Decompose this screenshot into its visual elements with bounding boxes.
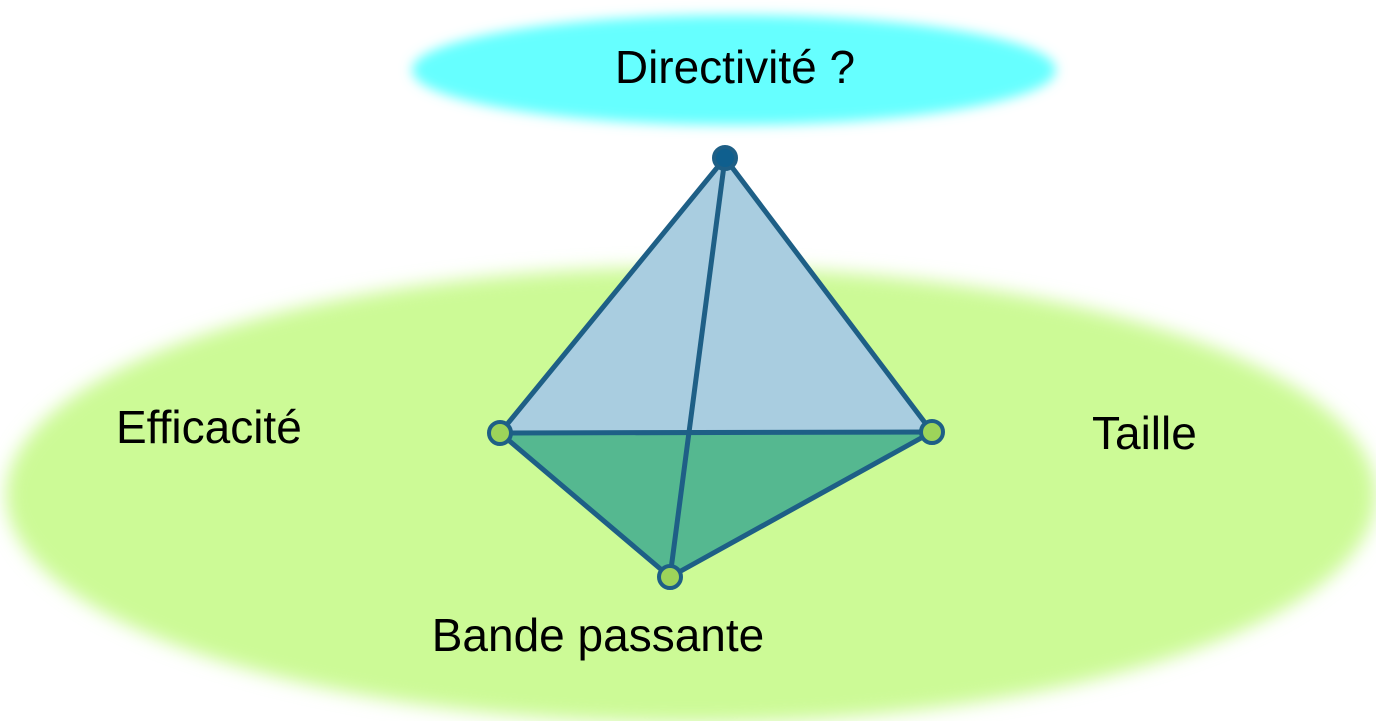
top-ellipse: [412, 15, 1056, 125]
edge-apex-bottom: [667, 155, 728, 580]
bottom-vertex-dot: [657, 564, 683, 590]
right-vertex-dot: [919, 419, 945, 445]
upper-face: [500, 158, 932, 433]
directivity-label: Directivité ?: [614, 41, 856, 93]
tetrahedron-edges: [497, 155, 935, 580]
edge-bottom-right: [667, 429, 935, 580]
efficiency-label: Efficacité: [116, 401, 302, 453]
edge-apex-left: [497, 155, 728, 436]
edge-left-right: [497, 429, 935, 436]
left-vertex-dot: [487, 420, 513, 446]
edge-apex-right: [722, 155, 935, 435]
apex-vertex-dot: [712, 145, 738, 171]
edge-left-bottom: [497, 430, 673, 580]
bandwidth-label: Bande passante: [431, 609, 765, 661]
lower-face: [500, 432, 932, 577]
size-label: Taille: [1092, 407, 1197, 459]
